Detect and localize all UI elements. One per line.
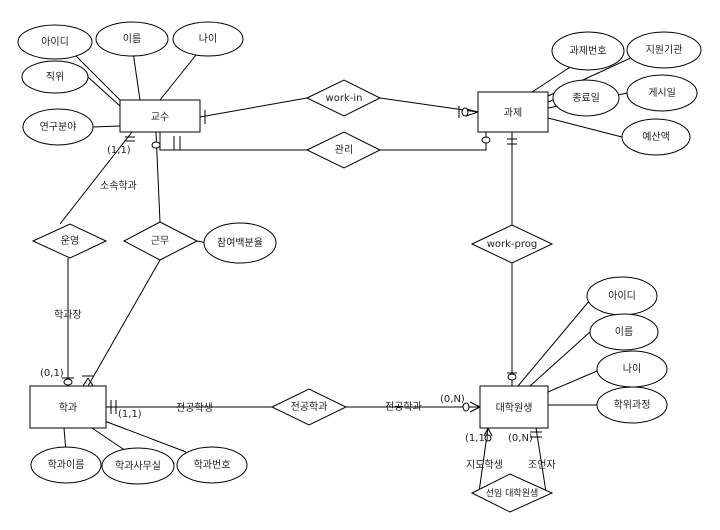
entity-task-label: 과제 <box>504 107 522 119</box>
cardinality-grad-zero-n: (0,N) <box>440 394 465 405</box>
attribute-task-start[interactable]: 게시일 <box>626 74 698 112</box>
cardinality-grad-one-left: (1,1) <box>465 433 489 444</box>
attribute-prof-id-label: 아이디 <box>41 36 69 48</box>
attribute-grad-name-label: 이름 <box>615 326 633 338</box>
attribute-grad-name[interactable]: 이름 <box>589 313 659 351</box>
entity-department-label: 학과 <box>59 402 77 414</box>
entity-professor-label: 교수 <box>151 111 169 123</box>
attribute-dept-office-label: 학과사무실 <box>115 460 161 472</box>
attribute-task-budget-label: 예산액 <box>642 131 670 143</box>
entity-grad-student-label: 대학원생 <box>496 402 533 414</box>
entity-task[interactable]: 과제 <box>477 91 549 133</box>
attribute-prof-position[interactable]: 직위 <box>21 60 89 94</box>
entity-professor[interactable]: 교수 <box>119 99 201 133</box>
role-major-student: 전공학생 <box>176 402 213 414</box>
attribute-task-start-label: 게시일 <box>648 87 676 99</box>
attribute-grad-id[interactable]: 아이디 <box>586 276 658 316</box>
attribute-task-end-label: 종료일 <box>572 92 600 104</box>
attribute-prof-research-label: 연구분야 <box>40 121 77 133</box>
relationship-major-dept-label: 전공학과 <box>291 401 328 413</box>
attribute-task-budget[interactable]: 예산액 <box>621 118 691 156</box>
relationship-manage-label: 관리 <box>335 144 353 156</box>
relationship-major-dept[interactable]: 전공학과 <box>270 388 348 426</box>
attribute-grad-program-label: 학위과정 <box>614 398 651 411</box>
relationship-work-in[interactable]: work-in <box>305 79 382 117</box>
attribute-prof-research[interactable]: 연구분야 <box>22 108 94 146</box>
relationship-senior-grad[interactable]: 선임 대학원생 <box>470 473 554 513</box>
attribute-belong-rate[interactable]: 참여백분율 <box>203 222 277 264</box>
attribute-task-agency[interactable]: 지원기관 <box>626 31 702 69</box>
role-advisee: 지도학생 <box>466 459 503 471</box>
attribute-belong-rate-label: 참여백분율 <box>217 237 263 249</box>
attribute-dept-office[interactable]: 학과사무실 <box>101 447 175 485</box>
cardinality-dept-one: (1,1) <box>118 409 142 420</box>
attribute-grad-id-label: 아이디 <box>608 290 636 302</box>
attribute-prof-name[interactable]: 이름 <box>95 21 169 57</box>
relationship-belong-label: 근무 <box>151 236 169 247</box>
relationship-work-in-label: work-in <box>326 93 363 104</box>
role-major-dept: 전공학과 <box>385 401 422 413</box>
attribute-task-number[interactable]: 과제번호 <box>551 31 625 71</box>
attribute-grad-age[interactable]: 나이 <box>596 350 668 388</box>
role-advisor: 조언자 <box>528 459 556 471</box>
relationship-work-prog[interactable]: work-prog <box>470 224 554 264</box>
attribute-dept-number-label: 학과번호 <box>194 459 231 471</box>
attribute-grad-age-label: 나이 <box>623 363 641 375</box>
attribute-task-agency-label: 지원기관 <box>646 44 683 56</box>
relationship-manage[interactable]: 관리 <box>305 131 382 169</box>
cardinality-marks <box>62 106 542 442</box>
entity-grad-student[interactable]: 대학원생 <box>479 385 549 429</box>
role-affiliated-dept: 소속학과 <box>100 180 137 192</box>
attribute-task-number-label: 과제번호 <box>570 45 607 57</box>
relationship-senior-grad-label: 선임 대학원생 <box>486 487 539 499</box>
attribute-prof-position-label: 직위 <box>46 70 64 83</box>
attribute-dept-name-label: 학과이름 <box>48 459 85 471</box>
role-dept-head: 학과장 <box>54 309 82 321</box>
relationship-operate-label: 운영 <box>61 235 79 247</box>
attribute-prof-id[interactable]: 아이디 <box>17 24 93 60</box>
entity-department[interactable]: 학과 <box>29 385 107 429</box>
cardinality-prof-one: (1,1) <box>107 145 131 156</box>
attribute-dept-number[interactable]: 학과번호 <box>176 446 248 484</box>
attribute-prof-age-label: 나이 <box>199 33 217 45</box>
attribute-prof-age[interactable]: 나이 <box>172 21 244 57</box>
cardinality-grad-zero-n-right: (0,N) <box>508 433 533 444</box>
attribute-task-end[interactable]: 종료일 <box>552 79 620 117</box>
relationship-belong[interactable]: 근무 <box>122 221 199 261</box>
attribute-prof-name-label: 이름 <box>123 33 141 45</box>
relationship-work-prog-label: work-prog <box>487 239 538 250</box>
attribute-grad-program[interactable]: 학위과정 <box>596 386 668 424</box>
cardinality-dept-zero-one: (0,1) <box>40 368 64 379</box>
attribute-dept-name[interactable]: 학과이름 <box>30 446 102 484</box>
relationship-operate[interactable]: 운영 <box>31 223 108 259</box>
